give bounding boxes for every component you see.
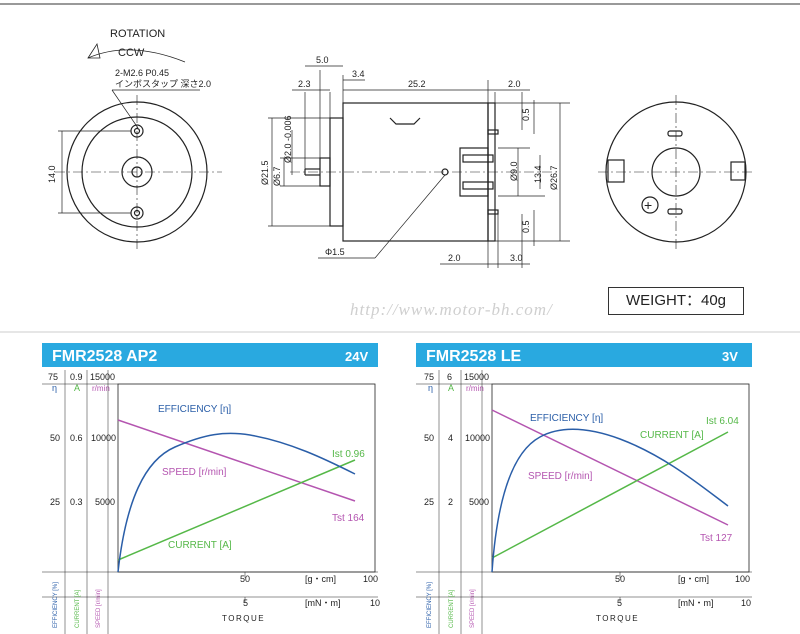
dim-bottom-1: Φ1.5	[325, 247, 345, 257]
amp-tick-2: 0.3	[70, 497, 83, 507]
ist-label: Ist 6.04	[706, 416, 739, 427]
speed-label: SPEED [r/min]	[162, 467, 227, 478]
speed-unit: r/min	[466, 384, 484, 393]
side-label-efficiency: EFFICIENCY [%]	[53, 582, 59, 628]
torque-mn-tick-10: 10	[370, 598, 380, 608]
eta-axis-top: 75	[48, 372, 58, 382]
speed-tick-10000: 10000	[465, 433, 490, 443]
screw-spec: 2-M2.6 P0.45	[115, 68, 169, 78]
chart-panel-le: FMR2528 LE 3V 75 6 15000 η A r/min 50 25…	[416, 343, 752, 634]
dim-bottom-3: 3.0	[510, 253, 523, 263]
side-label-current: CURRENT [A]	[75, 589, 81, 628]
tst-label: Tst 164	[332, 513, 365, 524]
dim-top-3: 3.4	[352, 69, 365, 79]
amp-tick-2: 2	[448, 497, 453, 507]
side-label-efficiency: EFFICIENCY [%]	[427, 582, 433, 628]
eta-tick-50: 50	[424, 433, 434, 443]
rotation-arrow-icon	[87, 49, 186, 63]
torque-g-tick-100: 100	[735, 574, 750, 584]
eta-tick-50: 50	[50, 433, 60, 443]
panel-voltage: 3V	[722, 349, 738, 364]
watermark: http://www.motor-bh.com/	[350, 300, 553, 319]
speed-tick-5000: 5000	[469, 497, 489, 507]
dim-top-5: 2.0	[508, 79, 521, 89]
panel-header	[42, 343, 378, 367]
efficiency-curve	[117, 432, 356, 573]
eta-tick-25: 25	[50, 497, 60, 507]
torque-mn-unit: [mN・m]	[678, 598, 714, 608]
side-label-speed: SPEED [r/min]	[470, 589, 476, 628]
torque-label: TORQUE	[222, 614, 265, 623]
amp-axis-top: 0.9	[70, 372, 83, 382]
motor-drawing: ROTATION CCW 2-M2.6 P0.45 インボスタップ 深さ2.0 …	[0, 3, 800, 268]
speed-curve	[491, 409, 729, 526]
efficiency-label: EFFICIENCY [η]	[530, 413, 603, 424]
amp-tick-1: 4	[448, 433, 453, 443]
dim-right-5: 0.5	[521, 220, 531, 233]
torque-label: TORQUE	[596, 614, 639, 623]
torque-g-tick-50: 50	[615, 574, 625, 584]
current-label: CURRENT [A]	[640, 430, 704, 441]
speed-curve	[117, 419, 356, 502]
speed-axis-top: 15000	[90, 372, 115, 382]
panel-voltage: 24V	[345, 349, 368, 364]
front-mount-dim: 14.0	[47, 165, 57, 183]
weight-box: WEIGHT：40g	[608, 287, 744, 315]
torque-g-tick-50: 50	[240, 574, 250, 584]
plus-terminal-icon: +	[644, 197, 652, 213]
screw-note: インボスタップ 深さ2.0	[115, 79, 211, 89]
torque-mn-tick-5: 5	[243, 598, 248, 608]
panel-header	[416, 343, 752, 367]
dim-left-3: Ø2.0 -0.006	[283, 115, 293, 163]
speed-tick-5000: 5000	[95, 497, 115, 507]
eta-tick-25: 25	[424, 497, 434, 507]
current-curve	[491, 431, 729, 559]
side-view: 5.0 2.3 3.4 25.2 2.0 Ø21.5 Ø6.7 Ø2.0 -0.…	[260, 55, 570, 268]
torque-g-unit: [g・cm]	[678, 574, 709, 584]
dim-top-2: 2.3	[298, 79, 311, 89]
dim-left-2: Ø6.7	[272, 166, 282, 186]
eta-unit: η	[428, 383, 433, 393]
speed-unit: r/min	[92, 384, 110, 393]
torque-g-tick-100: 100	[363, 574, 378, 584]
side-label-current: CURRENT [A]	[449, 589, 455, 628]
current-label: CURRENT [A]	[168, 540, 232, 551]
efficiency-label: EFFICIENCY [η]	[158, 404, 231, 415]
rotation-arrowhead-icon	[87, 42, 101, 59]
torque-mn-tick-5: 5	[617, 598, 622, 608]
dim-right-3: 13.4	[533, 165, 543, 183]
chart-panel-ap2: FMR2528 AP2 24V 75 0.9 15000 η A r/min 5…	[42, 343, 380, 634]
torque-g-unit: [g・cm]	[305, 574, 336, 584]
dim-right-1: 0.5	[521, 108, 531, 121]
torque-mn-unit: [mN・m]	[305, 598, 341, 608]
rear-view: +	[598, 95, 755, 250]
efficiency-curve	[491, 428, 729, 573]
speed-tick-10000: 10000	[91, 433, 116, 443]
dim-left-1: Ø21.5	[260, 160, 270, 185]
eta-axis-top: 75	[424, 372, 434, 382]
rotation-label: ROTATION	[110, 28, 165, 40]
side-label-speed: SPEED [r/min]	[96, 589, 102, 628]
speed-axis-top: 15000	[464, 372, 489, 382]
panel-title: FMR2528 AP2	[52, 348, 157, 365]
ist-label: Ist 0.96	[332, 449, 365, 460]
amp-axis-top: 6	[447, 372, 452, 382]
dim-bottom-2: 2.0	[448, 253, 461, 263]
tst-label: Tst 127	[700, 533, 733, 544]
dim-top-1: 5.0	[316, 55, 329, 65]
torque-mn-tick-10: 10	[741, 598, 751, 608]
eta-unit: η	[52, 383, 57, 393]
current-curve	[117, 459, 356, 561]
amp-unit: A	[74, 383, 80, 393]
performance-charts: FMR2528 AP2 24V 75 0.9 15000 η A r/min 5…	[0, 331, 800, 634]
speed-label: SPEED [r/min]	[528, 471, 593, 482]
dim-top-4: 25.2	[408, 79, 426, 89]
dim-right-4: Ø26.7	[549, 165, 559, 190]
amp-tick-1: 0.6	[70, 433, 83, 443]
dim-right-2: Ø9.0	[509, 161, 519, 181]
rotation-direction: CCW	[118, 47, 145, 59]
front-view: ROTATION CCW 2-M2.6 P0.45 インボスタップ 深さ2.0 …	[47, 28, 222, 250]
amp-unit: A	[448, 383, 454, 393]
panel-title: FMR2528 LE	[426, 348, 521, 365]
